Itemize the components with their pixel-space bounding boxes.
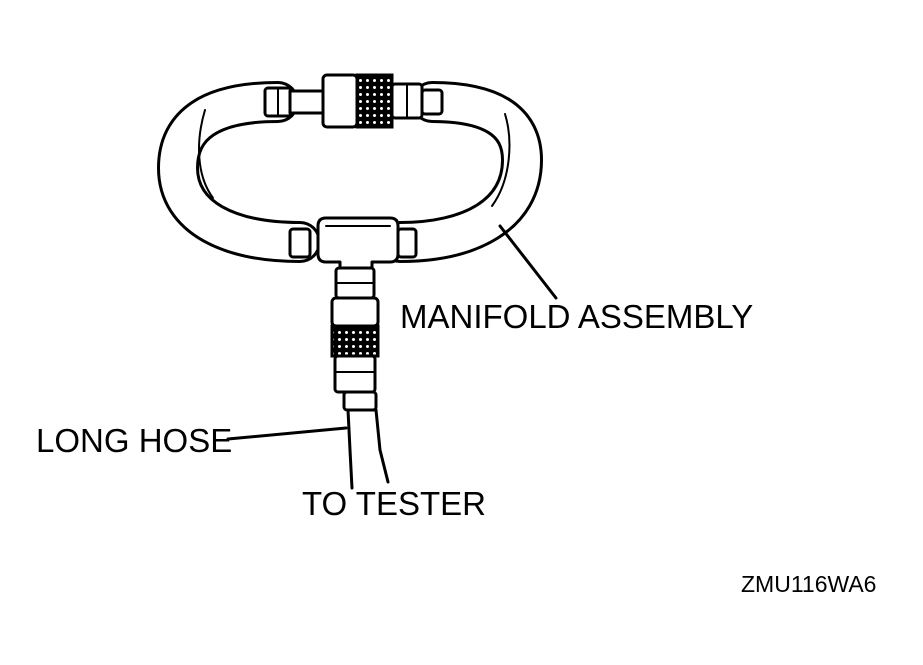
to-tester-label: TO TESTER bbox=[302, 485, 486, 522]
tee-fitting bbox=[288, 216, 418, 270]
manifold-loop-hose bbox=[157, 81, 543, 263]
leader-lines bbox=[226, 224, 558, 441]
vertical-quick-coupler bbox=[330, 266, 380, 412]
long-hose bbox=[346, 408, 390, 490]
manifold-assembly-label: MANIFOLD ASSEMBLY bbox=[400, 298, 753, 335]
long-hose-label: LONG HOSE bbox=[36, 422, 232, 459]
top-quick-coupler bbox=[263, 73, 444, 129]
figure-code-label: ZMU116WA6 bbox=[741, 571, 876, 597]
